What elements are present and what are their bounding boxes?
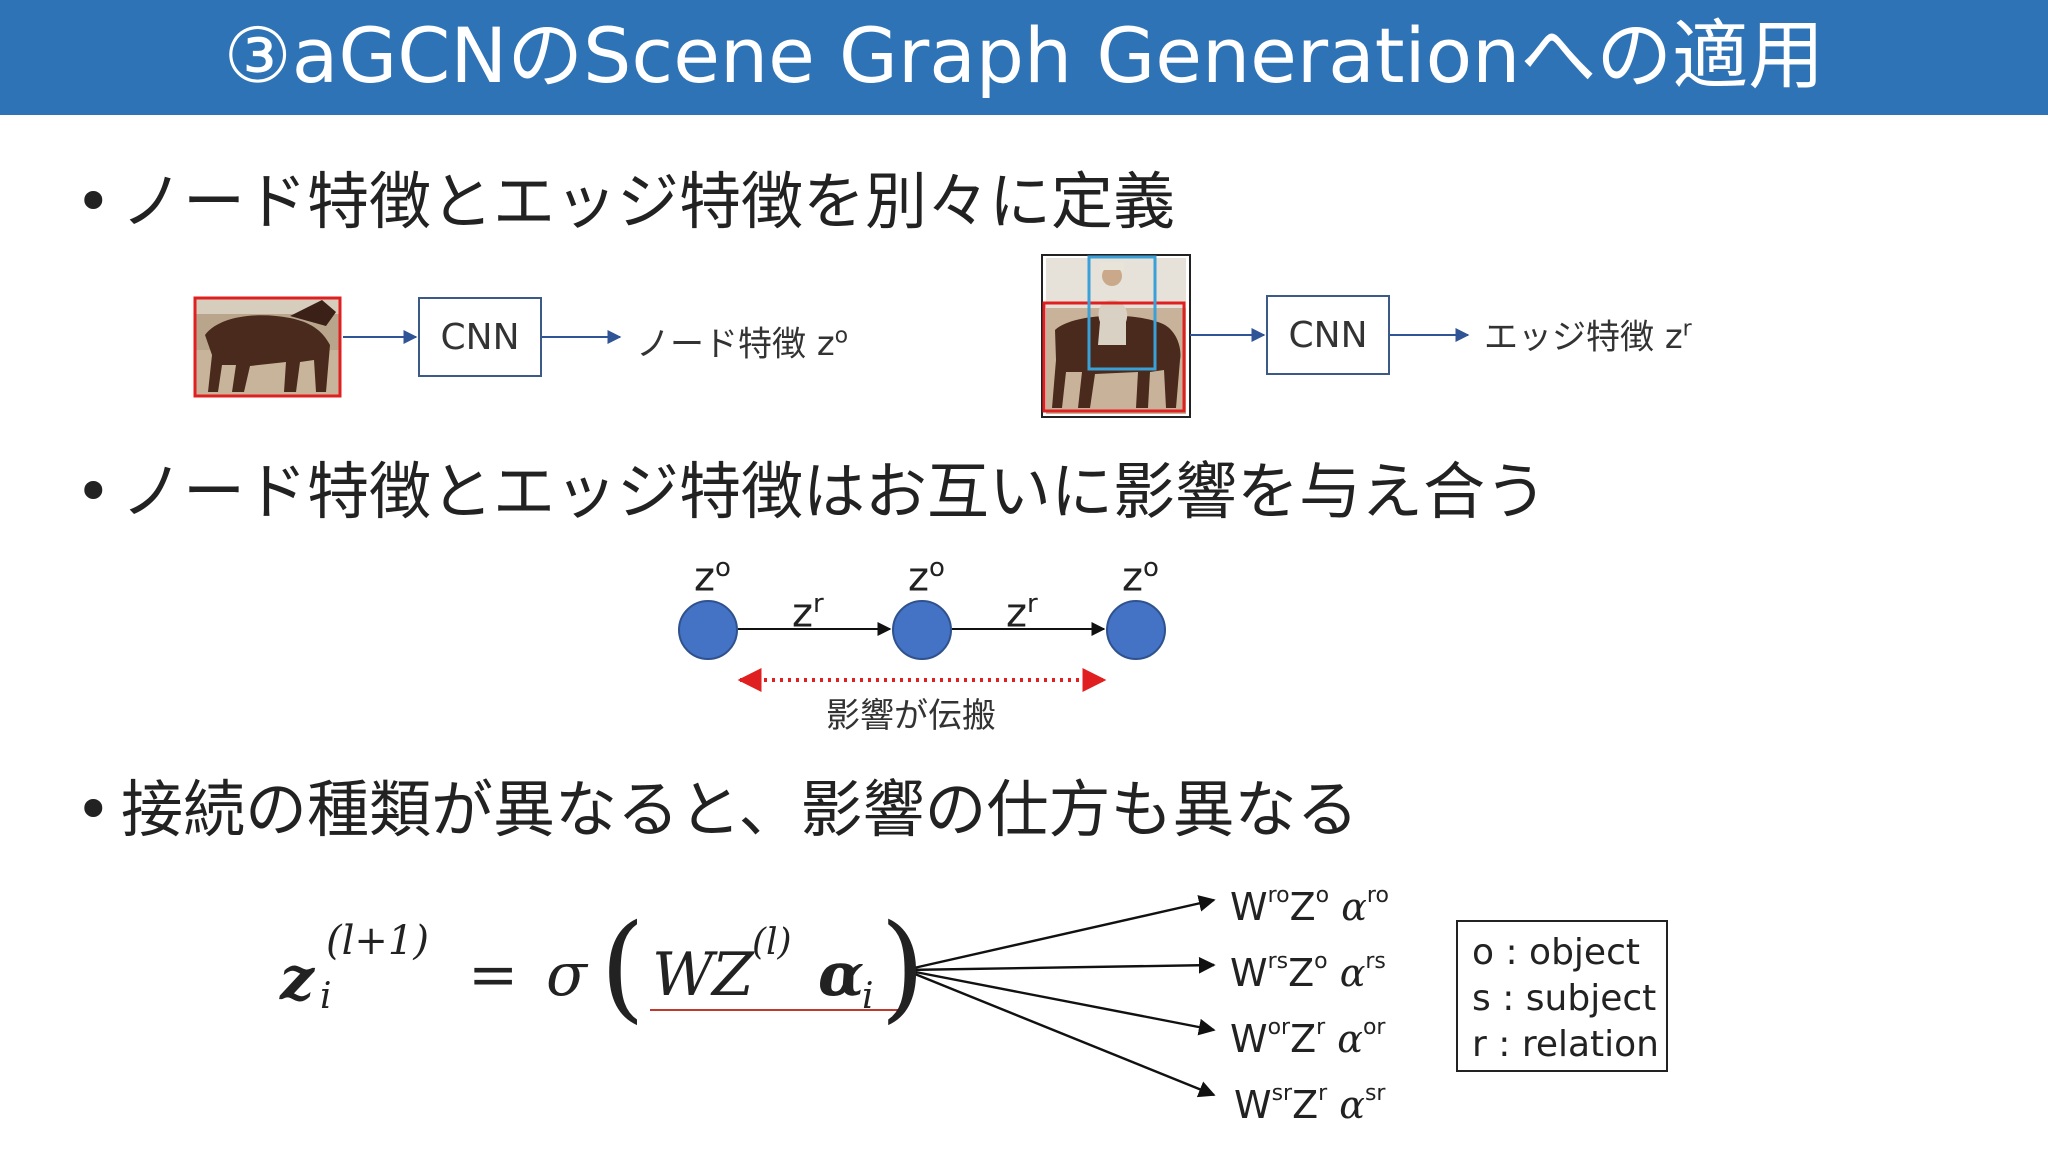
legend-object: o : object xyxy=(1472,932,1640,973)
term-alpha: α xyxy=(1339,951,1366,995)
edge-image xyxy=(1041,254,1191,418)
term-w: W xyxy=(1230,1017,1268,1061)
bullet-dot: • xyxy=(75,455,112,528)
bullet-1-text: ノード特徴とエッジ特徴を別々に定義 xyxy=(121,165,1176,238)
propagation-label: 影響が伝搬 xyxy=(826,696,996,736)
term-alpha-sup: sr xyxy=(1364,1081,1386,1106)
formula-z: z xyxy=(280,944,315,1014)
formula-alpha-sub-i: i xyxy=(862,976,874,1017)
term-z-sup: o xyxy=(1314,949,1328,974)
term-z: Z xyxy=(1289,885,1316,929)
formula-sigma: σ xyxy=(546,940,587,1010)
term-z-sup: r xyxy=(1318,1081,1328,1106)
fanout-arrows xyxy=(904,895,1216,1098)
formula-sub-i: i xyxy=(320,976,332,1017)
term-alpha: α xyxy=(1341,885,1367,929)
legend-relation: r : relation xyxy=(1472,1024,1659,1065)
term-w-sup: ro xyxy=(1267,883,1290,908)
formula-alpha: α xyxy=(818,940,865,1010)
z-letter: z xyxy=(1006,590,1027,637)
bullet-dot: • xyxy=(75,165,112,238)
output-term-ro: WroZo αro xyxy=(1230,876,1389,927)
cnn-box-node: CNN xyxy=(418,297,542,377)
z-letter: z xyxy=(1664,317,1683,358)
z-sup-r: r xyxy=(1682,317,1692,342)
z-sup-o: o xyxy=(834,324,849,349)
formula-W: W xyxy=(652,940,714,1010)
edge-label-1: zr xyxy=(792,584,824,633)
formula-Z: Z xyxy=(712,940,754,1010)
z-letter: z xyxy=(908,554,929,601)
output-term-sr: WsrZr αsr xyxy=(1234,1074,1385,1125)
node-label-2: zo xyxy=(908,548,945,597)
formula-sup-l: (l) xyxy=(752,922,792,963)
node-label-1: zo xyxy=(694,548,731,597)
cnn-label: CNN xyxy=(440,316,520,358)
formula-equals: = xyxy=(468,940,519,1010)
term-w: W xyxy=(1230,951,1268,995)
bullet-3-text: 接続の種類が異なると、影響の仕方も異なる xyxy=(121,773,1359,846)
term-alpha-sup: or xyxy=(1362,1015,1386,1040)
node-feature-text: ノード特徴 xyxy=(636,324,806,365)
term-z-sup: o xyxy=(1315,883,1330,908)
bullet-3: •接続の種類が異なると、影響の仕方も異なる xyxy=(75,770,1359,850)
bullet-2-text: ノード特徴とエッジ特徴はお互いに影響を与え合う xyxy=(121,455,1548,528)
title-bar: ③aGCNのScene Graph Generationへの適用 xyxy=(0,0,2048,115)
graph-node-1 xyxy=(678,600,738,660)
term-z-sup: r xyxy=(1316,1015,1326,1040)
z-letter: z xyxy=(816,324,835,365)
bullet-1: •ノード特徴とエッジ特徴を別々に定義 xyxy=(75,162,1175,242)
z-letter: z xyxy=(694,554,715,601)
node-image xyxy=(193,296,342,398)
z-sup-r: r xyxy=(813,589,824,619)
term-w: W xyxy=(1234,1083,1272,1127)
z-sup-o: o xyxy=(929,553,945,583)
z-letter: z xyxy=(1122,554,1143,601)
notation-legend: o : object s : subject r : relation xyxy=(1456,920,1668,1072)
z-symbol: zo xyxy=(817,324,848,364)
edge-feature-text: エッジ特徴 xyxy=(1484,317,1654,358)
output-term-or: WorZr αor xyxy=(1230,1008,1385,1059)
formula-sup-l1: (l+1) xyxy=(326,918,429,964)
bullet-dot: • xyxy=(75,773,112,846)
edge-feature-label: エッジ特徴 zr xyxy=(1484,310,1692,357)
term-w-sup: sr xyxy=(1271,1081,1293,1106)
term-alpha: α xyxy=(1339,1083,1365,1127)
term-alpha: α xyxy=(1337,1017,1363,1061)
term-z: Z xyxy=(1290,1017,1317,1061)
term-z: Z xyxy=(1292,1083,1319,1127)
slide-title: ③aGCNのScene Graph Generationへの適用 xyxy=(223,11,1825,100)
edge-label-2: zr xyxy=(1006,584,1038,633)
cnn-box-edge: CNN xyxy=(1266,295,1390,375)
formula-paren-open: ( xyxy=(600,900,646,1035)
output-term-rs: WrsZo αrs xyxy=(1230,942,1386,993)
z-sup-o: o xyxy=(715,553,731,583)
z-sup-o: o xyxy=(1143,553,1159,583)
formula-paren-close: ) xyxy=(880,900,926,1035)
z-letter: z xyxy=(792,590,813,637)
bullet-2: •ノード特徴とエッジ特徴はお互いに影響を与え合う xyxy=(75,452,1547,532)
term-alpha-sup: rs xyxy=(1365,949,1386,974)
cnn-label: CNN xyxy=(1288,314,1368,356)
term-w-sup: rs xyxy=(1267,949,1289,974)
node-label-3: zo xyxy=(1122,548,1159,597)
z-symbol: zr xyxy=(1665,317,1692,357)
graph-node-3 xyxy=(1106,600,1166,660)
z-sup-r: r xyxy=(1027,589,1038,619)
legend-subject: s : subject xyxy=(1472,978,1657,1019)
term-w-sup: or xyxy=(1267,1015,1291,1040)
term-w: W xyxy=(1230,885,1268,929)
graph-node-2 xyxy=(892,600,952,660)
node-feature-label: ノード特徴 zo xyxy=(636,317,848,364)
term-z: Z xyxy=(1288,951,1315,995)
term-alpha-sup: ro xyxy=(1366,883,1389,908)
